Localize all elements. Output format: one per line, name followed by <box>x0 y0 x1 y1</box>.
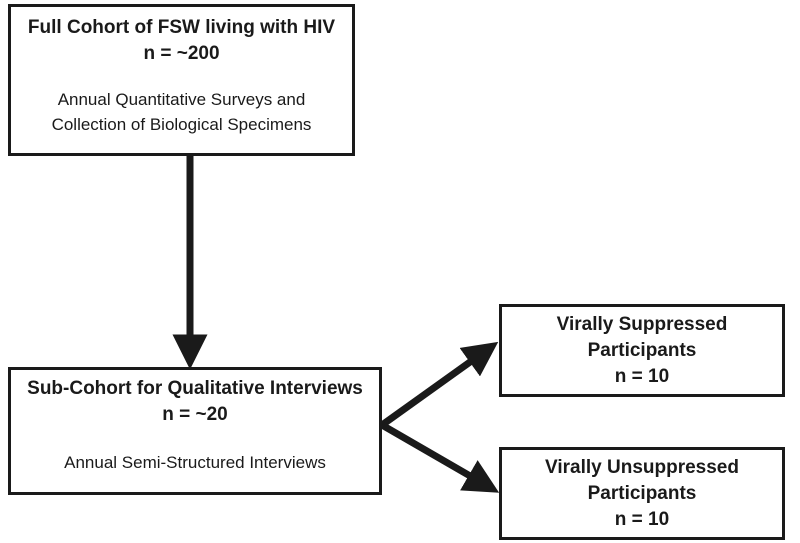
full-cohort-desc-line1: Annual Quantitative Surveys and <box>57 90 306 109</box>
suppressed-line1: Virally Suppressed <box>556 314 728 335</box>
full-cohort-box: Full Cohort of FSW living with HIV n = ~… <box>8 4 355 156</box>
full-cohort-desc-line2: Collection of Biological Specimens <box>51 115 312 134</box>
suppressed-line2: Participants <box>587 340 697 361</box>
sub-cohort-title: Sub-Cohort for Qualitative Interviews <box>27 378 363 399</box>
suppressed-count: n = 10 <box>614 366 670 387</box>
suppressed-box: Virally Suppressed Participants n = 10 <box>499 304 785 397</box>
full-cohort-description: Annual Quantitative Surveys and Collecti… <box>11 87 352 137</box>
unsuppressed-count: n = 10 <box>614 509 670 530</box>
arrow-sub-to-unsuppressed <box>380 421 500 493</box>
sub-cohort-desc: Annual Semi-Structured Interviews <box>64 453 326 472</box>
sub-cohort-count: n = ~20 <box>162 404 228 425</box>
unsuppressed-line2: Participants <box>587 483 697 504</box>
arrow-sub-to-suppressed <box>379 341 499 428</box>
unsuppressed-line1: Virally Unsuppressed <box>545 457 739 478</box>
full-cohort-count: n = ~200 <box>143 43 220 64</box>
unsuppressed-box: Virally Unsuppressed Participants n = 10 <box>499 447 785 540</box>
full-cohort-title: Full Cohort of FSW living with HIV <box>27 17 336 38</box>
sub-cohort-description: Annual Semi-Structured Interviews <box>11 450 379 475</box>
sub-cohort-box: Sub-Cohort for Qualitative Interviews n … <box>8 367 382 495</box>
